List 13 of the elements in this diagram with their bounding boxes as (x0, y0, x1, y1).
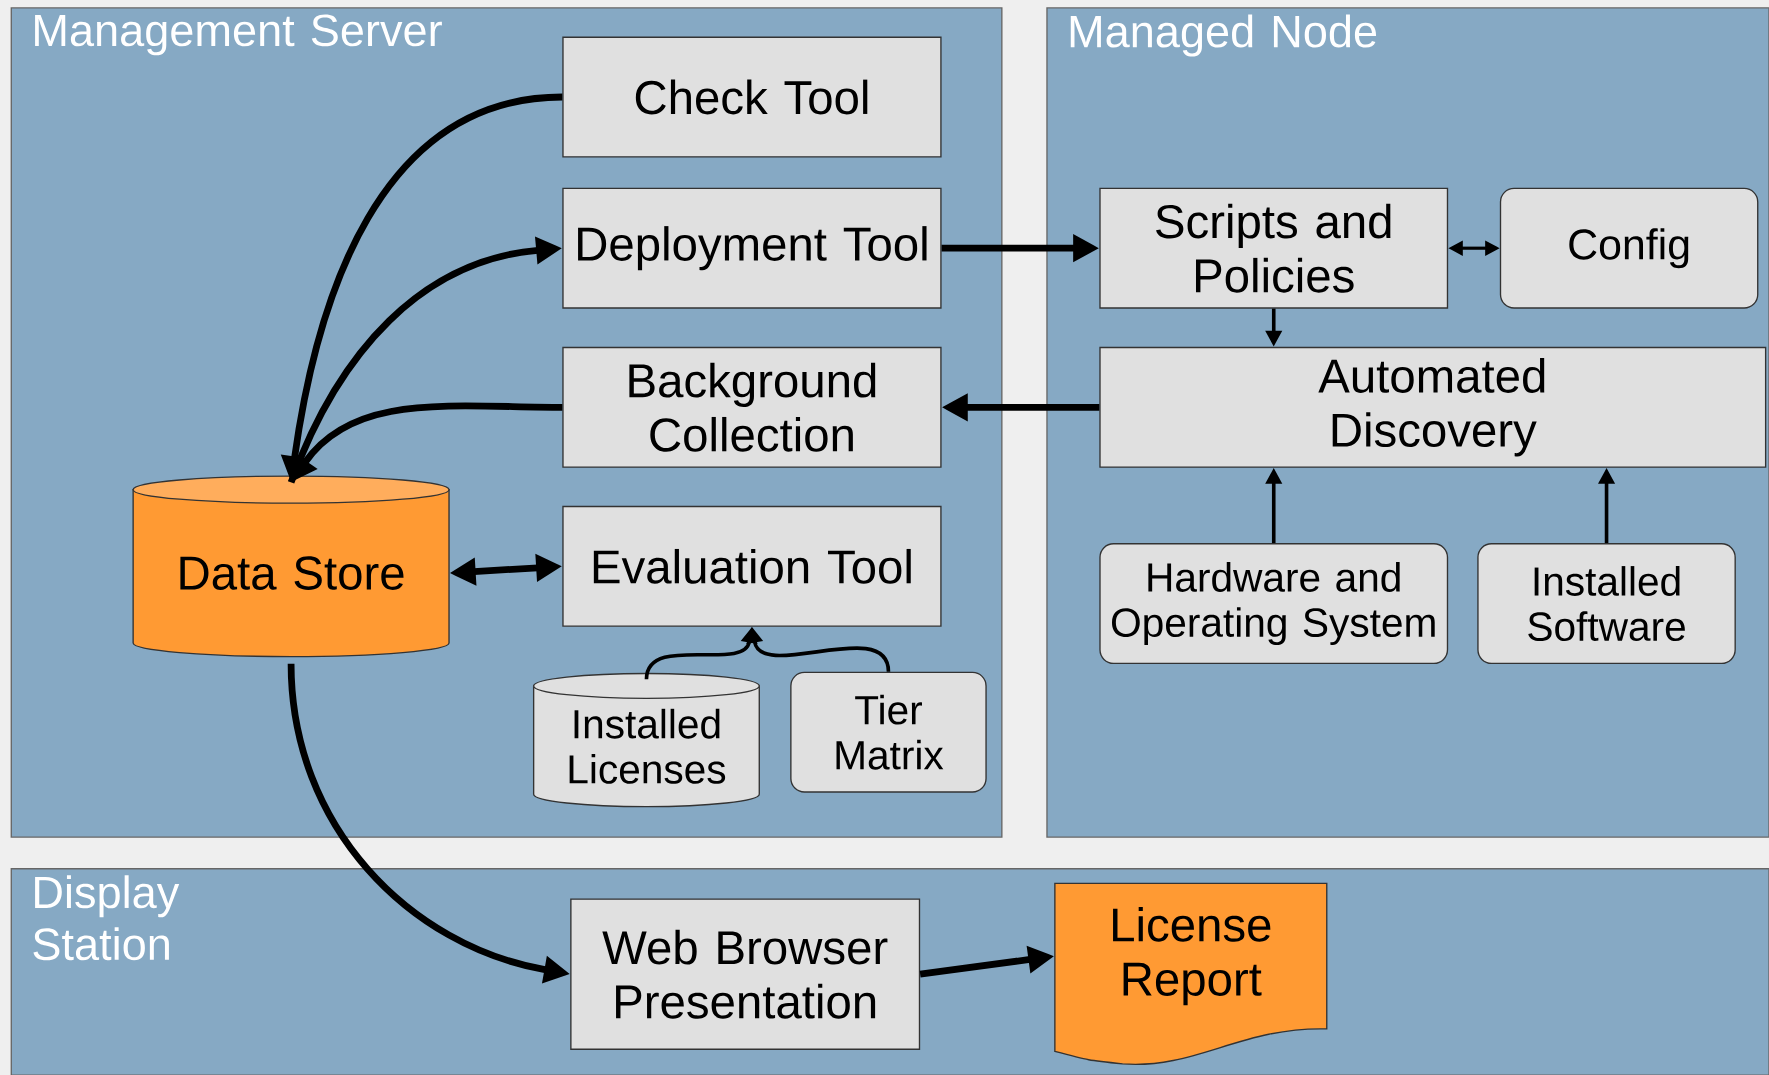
database-cylinder: Installed Licenses (532, 672, 760, 808)
rounded-box: Tier Matrix (790, 671, 987, 793)
process-box: Web Browser Presentation (570, 898, 921, 1050)
process-box: Deployment Tool (562, 187, 942, 309)
process-box: Scripts and Policies (1099, 187, 1449, 309)
process-box: Evaluation Tool (562, 505, 942, 627)
database-cylinder: Data Store (132, 475, 450, 658)
rounded-box: Config (1499, 187, 1759, 309)
process-box: Background Collection (562, 346, 942, 468)
rounded-box: Hardware and Operating System (1099, 543, 1449, 664)
process-box: Check Tool (562, 36, 942, 158)
rounded-box: Installed Software (1477, 543, 1736, 664)
process-box: Automated Discovery (1099, 346, 1767, 468)
